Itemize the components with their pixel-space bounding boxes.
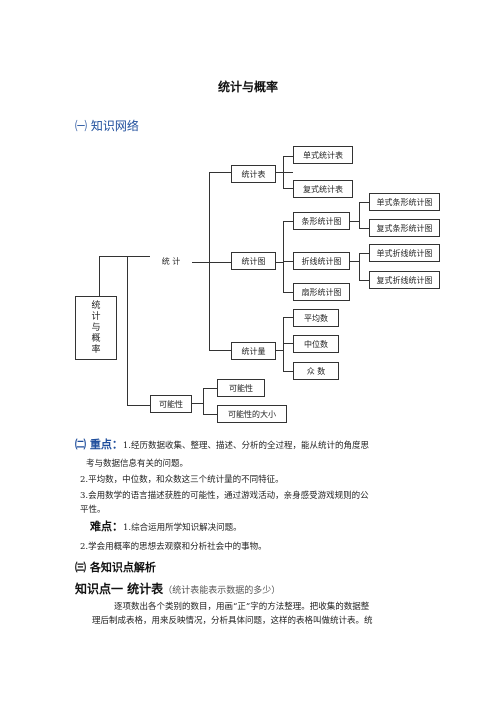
point1-heading: 知识点一 统计表: [75, 582, 164, 596]
node-fushi-tiao: 复式条形统计图: [369, 219, 440, 237]
connector: [283, 317, 293, 318]
section-knowledge-network: ㈠ 知识网络: [75, 119, 139, 133]
difficulty-line1: 难点：1.综合运用所学知识解决问题。: [90, 520, 242, 535]
node-knx: 可能性: [217, 379, 265, 397]
connector: [350, 221, 359, 222]
node-fushi-biao: 复式统计表: [293, 180, 353, 198]
point1-note: （统计表能表示数据的多少）: [163, 586, 281, 596]
node-tiaoxing: 条形统计图: [293, 212, 350, 230]
root-char: 计: [91, 311, 101, 322]
node-danshi-zhe: 单式折线统计图: [369, 244, 440, 262]
connector: [276, 262, 283, 263]
connector: [127, 256, 128, 406]
connector: [283, 261, 293, 262]
connector: [209, 172, 231, 173]
node-pingjun: 平均数: [293, 309, 339, 327]
key-point: 考与数据信息有关的问题。: [86, 459, 189, 469]
root-char: 率: [91, 344, 101, 355]
connector: [209, 262, 231, 263]
node-danshi-tiao: 单式条形统计图: [369, 193, 440, 211]
point1-heading-row: 知识点一 统计表（统计表能表示数据的多少）: [75, 578, 280, 597]
connector: [359, 202, 360, 229]
connector: [276, 350, 283, 351]
connector: [209, 350, 231, 351]
node-keneng: 可能性: [150, 395, 192, 413]
connector: [359, 202, 369, 203]
connector: [276, 172, 293, 173]
page-title: 统计与概率: [217, 80, 278, 94]
point1-body-line: 理后制成表格，用来反映情况，分析具体问题，这样的表格叫做统计表。统: [92, 616, 373, 626]
node-zhongwei: 中位数: [293, 335, 339, 353]
connector: [99, 256, 100, 297]
key-points-line1: ㈡ 重点：1.经历数据收集、整理、描述、分析的全过程，能从统计的角度思: [75, 438, 369, 453]
connector: [350, 261, 359, 262]
node-tongjibiao: 统计表: [231, 165, 276, 183]
node-tongji: 统 计: [150, 252, 192, 270]
section-analysis-heading: ㈢ 各知识点解析: [75, 561, 156, 574]
connector: [203, 388, 204, 415]
connector: [192, 403, 203, 404]
connector: [359, 253, 369, 254]
key-point: 1.经历数据收集、整理、描述、分析的全过程，能从统计的角度思: [122, 441, 369, 451]
root-char: 与: [91, 322, 101, 333]
node-zhexian: 折线统计图: [293, 252, 350, 270]
node-fushi-zhe: 复式折线统计图: [369, 271, 440, 289]
connector: [283, 343, 293, 344]
connector: [283, 292, 293, 293]
node-danshi-biao: 单式统计表: [293, 146, 353, 164]
connector: [283, 317, 284, 372]
key-point: 2.平均数，中位数，和众数这三个统计量的不同特征。: [80, 475, 284, 485]
node-tongjitu: 统计图: [231, 252, 276, 270]
connector: [283, 156, 293, 157]
root-char: 统: [91, 300, 101, 311]
root-char: 概: [91, 333, 101, 344]
node-zhongshu: 众 数: [293, 362, 339, 380]
point1-body-line: 逐项数出各个类别的数目，用画“正”字的方法整理。把收集的数据整: [114, 602, 370, 612]
connector: [283, 221, 293, 222]
connector: [192, 262, 209, 263]
connector: [203, 388, 217, 389]
node-tongjiliang: 统计量: [231, 342, 276, 360]
connector: [359, 228, 369, 229]
key-point: 3.会用数学的语言描述获胜的可能性，通过游戏活动，亲身感受游戏规则的公: [80, 491, 369, 501]
connector: [283, 371, 293, 372]
difficulty-item: 1.综合运用所学知识解决问题。: [123, 523, 242, 533]
key-point: 平性。: [80, 505, 106, 515]
connector: [283, 156, 284, 189]
connector: [283, 221, 284, 293]
connector: [99, 256, 150, 257]
difficulty-label: 难点：: [90, 520, 123, 533]
connector: [203, 414, 217, 415]
connector: [127, 405, 150, 406]
connector: [359, 253, 360, 281]
key-points-label: ㈡ 重点：: [75, 438, 123, 451]
node-knx-daxiao: 可能性的大小: [217, 405, 287, 423]
connector: [359, 280, 369, 281]
node-shanxing: 扇形统计图: [293, 283, 350, 301]
connector: [209, 172, 210, 350]
connector: [283, 188, 293, 189]
root-box: 统 计 与 概 率: [75, 296, 117, 360]
difficulty-item: 2.学会用概率的思想去观察和分析社会中的事物。: [80, 542, 267, 552]
